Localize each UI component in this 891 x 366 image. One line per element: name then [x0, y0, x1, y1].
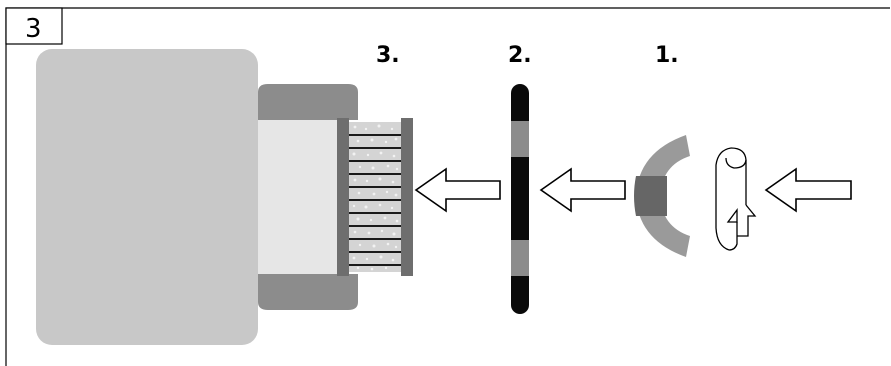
arrow-left-icon — [414, 167, 501, 213]
panel-number-box — [5, 7, 63, 45]
roller-cap-top — [258, 84, 358, 120]
arrow-left-icon — [764, 167, 852, 213]
roller-cap-bottom — [258, 274, 358, 310]
device-housing — [36, 49, 258, 345]
step-label-2: 2. — [508, 43, 532, 68]
brush-frame-left — [337, 118, 349, 276]
brush-frame-right — [401, 118, 413, 276]
step-label-3: 3. — [376, 43, 400, 68]
brush-strips — [349, 122, 401, 272]
step-label-1: 1. — [655, 43, 679, 68]
end-clip — [634, 135, 690, 257]
roller-body — [258, 120, 342, 274]
retaining-ring — [511, 84, 529, 314]
panel-number: 3 — [25, 14, 42, 44]
rotate-arrow-icon — [715, 147, 757, 251]
arrow-left-icon — [539, 167, 626, 213]
